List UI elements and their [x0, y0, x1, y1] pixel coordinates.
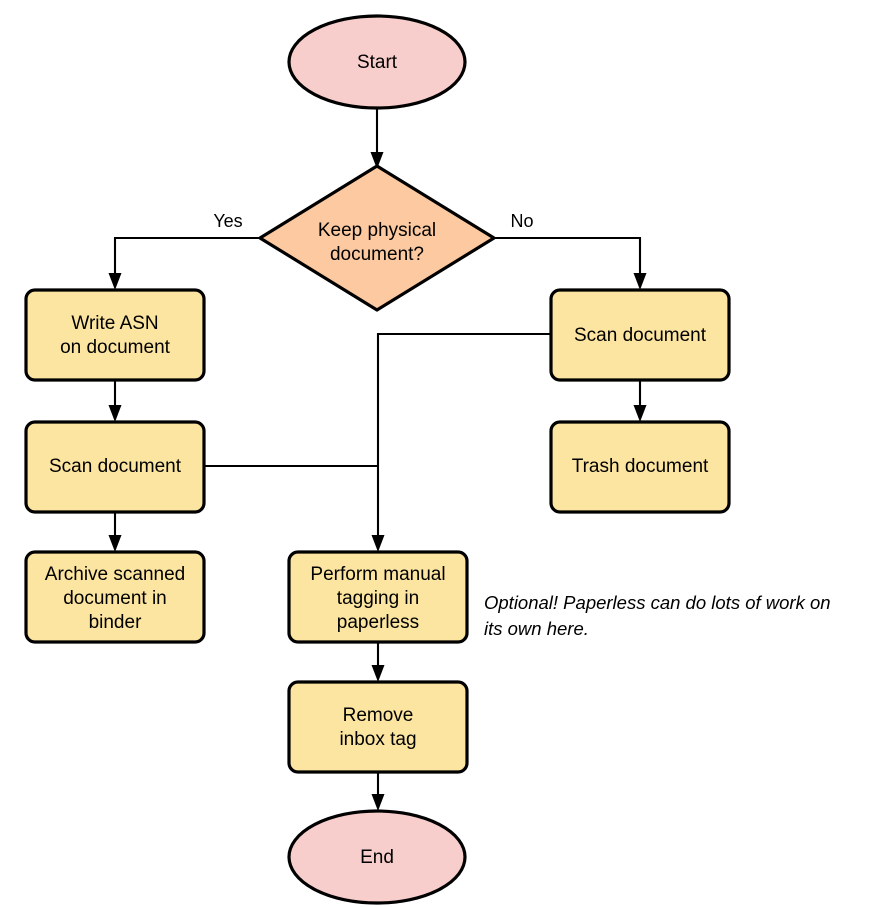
archive-label-line2: document in: [63, 588, 167, 609]
node-keep-physical-document-decision[interactable]: Keep physical document?: [258, 164, 496, 312]
edge-line: [494, 236, 642, 279]
node-scan-document-left[interactable]: Scan document: [24, 420, 206, 514]
arrow-head-icon: [371, 665, 385, 682]
node-archive-scanned-document[interactable]: Archive scanned document in binder: [24, 550, 206, 644]
scan-document-right-box[interactable]: [549, 288, 731, 382]
arrow-head-icon: [370, 152, 384, 169]
write-asn-label-line1: Write ASN: [71, 313, 158, 334]
archive-box[interactable]: [24, 550, 206, 644]
arrow-head-icon: [108, 273, 122, 290]
remove-inbox-label-line2: inbox tag: [339, 729, 416, 750]
node-trash-document[interactable]: Trash document: [549, 420, 731, 514]
manual-tagging-label-line1: Perform manual: [310, 564, 445, 585]
arrow-head-icon: [371, 535, 385, 552]
decision-label-line1: Keep physical: [318, 220, 436, 241]
edges-layer: Yes No: [108, 108, 647, 811]
node-end[interactable]: End: [287, 809, 467, 905]
decision-diamond[interactable]: [258, 164, 496, 312]
node-perform-manual-tagging[interactable]: Perform manual tagging in paperless: [287, 550, 469, 644]
remove-inbox-label-line1: Remove: [343, 705, 414, 726]
scan-document-right-label: Scan document: [574, 325, 707, 346]
manual-tagging-label-line3: paperless: [337, 612, 419, 633]
edge-remove-inbox-to-end: [371, 772, 385, 811]
archive-label-line1: Archive scanned: [45, 564, 185, 585]
node-start[interactable]: Start: [287, 14, 467, 110]
manual-tagging-label-line2: tagging in: [337, 588, 419, 609]
nodes-layer: Start Keep physical document? Write ASN …: [24, 14, 731, 905]
annotation-line1: Optional! Paperless can do lots of work …: [484, 592, 831, 613]
annotation-optional-note: Optional! Paperless can do lots of work …: [484, 592, 831, 639]
edge-scan-right-to-manual-tagging: [371, 332, 551, 552]
arrow-head-icon: [108, 535, 122, 552]
arrow-head-icon: [371, 794, 385, 811]
edge-line: [113, 236, 260, 279]
remove-inbox-box[interactable]: [287, 680, 469, 774]
edge-scan-left-to-archive: [108, 512, 122, 552]
scan-document-left-box[interactable]: [24, 420, 206, 514]
edge-decision-to-write-asn: Yes: [108, 211, 260, 290]
node-remove-inbox-tag[interactable]: Remove inbox tag: [287, 680, 469, 774]
arrow-head-icon: [633, 405, 647, 422]
end-label: End: [360, 847, 394, 868]
decision-label-line2: document?: [330, 244, 424, 265]
edge-scan-right-to-trash: [633, 380, 647, 422]
edge-line: [376, 332, 551, 541]
trash-document-box[interactable]: [549, 420, 731, 514]
end-ellipse[interactable]: [287, 809, 467, 905]
edge-manual-tagging-to-remove-inbox: [371, 642, 385, 682]
archive-label-line3: binder: [89, 612, 142, 633]
manual-tagging-box[interactable]: [287, 550, 469, 644]
annotation-line2: its own here.: [484, 618, 589, 639]
arrow-head-icon: [633, 273, 647, 290]
start-ellipse[interactable]: [287, 14, 467, 110]
trash-document-label: Trash document: [572, 456, 709, 477]
edge-decision-to-scan-right: No: [494, 211, 647, 290]
node-write-asn-on-document[interactable]: Write ASN on document: [24, 288, 206, 382]
node-scan-document-right[interactable]: Scan document: [549, 288, 731, 382]
scan-document-left-label: Scan document: [49, 456, 182, 477]
edge-label-yes: Yes: [213, 211, 242, 231]
edge-start-to-decision: [370, 108, 384, 169]
start-label: Start: [357, 52, 398, 73]
write-asn-label-line2: on document: [60, 337, 171, 358]
arrow-head-icon: [108, 405, 122, 422]
edge-write-asn-to-scan-left: [108, 380, 122, 422]
edge-label-no: No: [510, 211, 533, 231]
write-asn-box[interactable]: [24, 288, 206, 382]
